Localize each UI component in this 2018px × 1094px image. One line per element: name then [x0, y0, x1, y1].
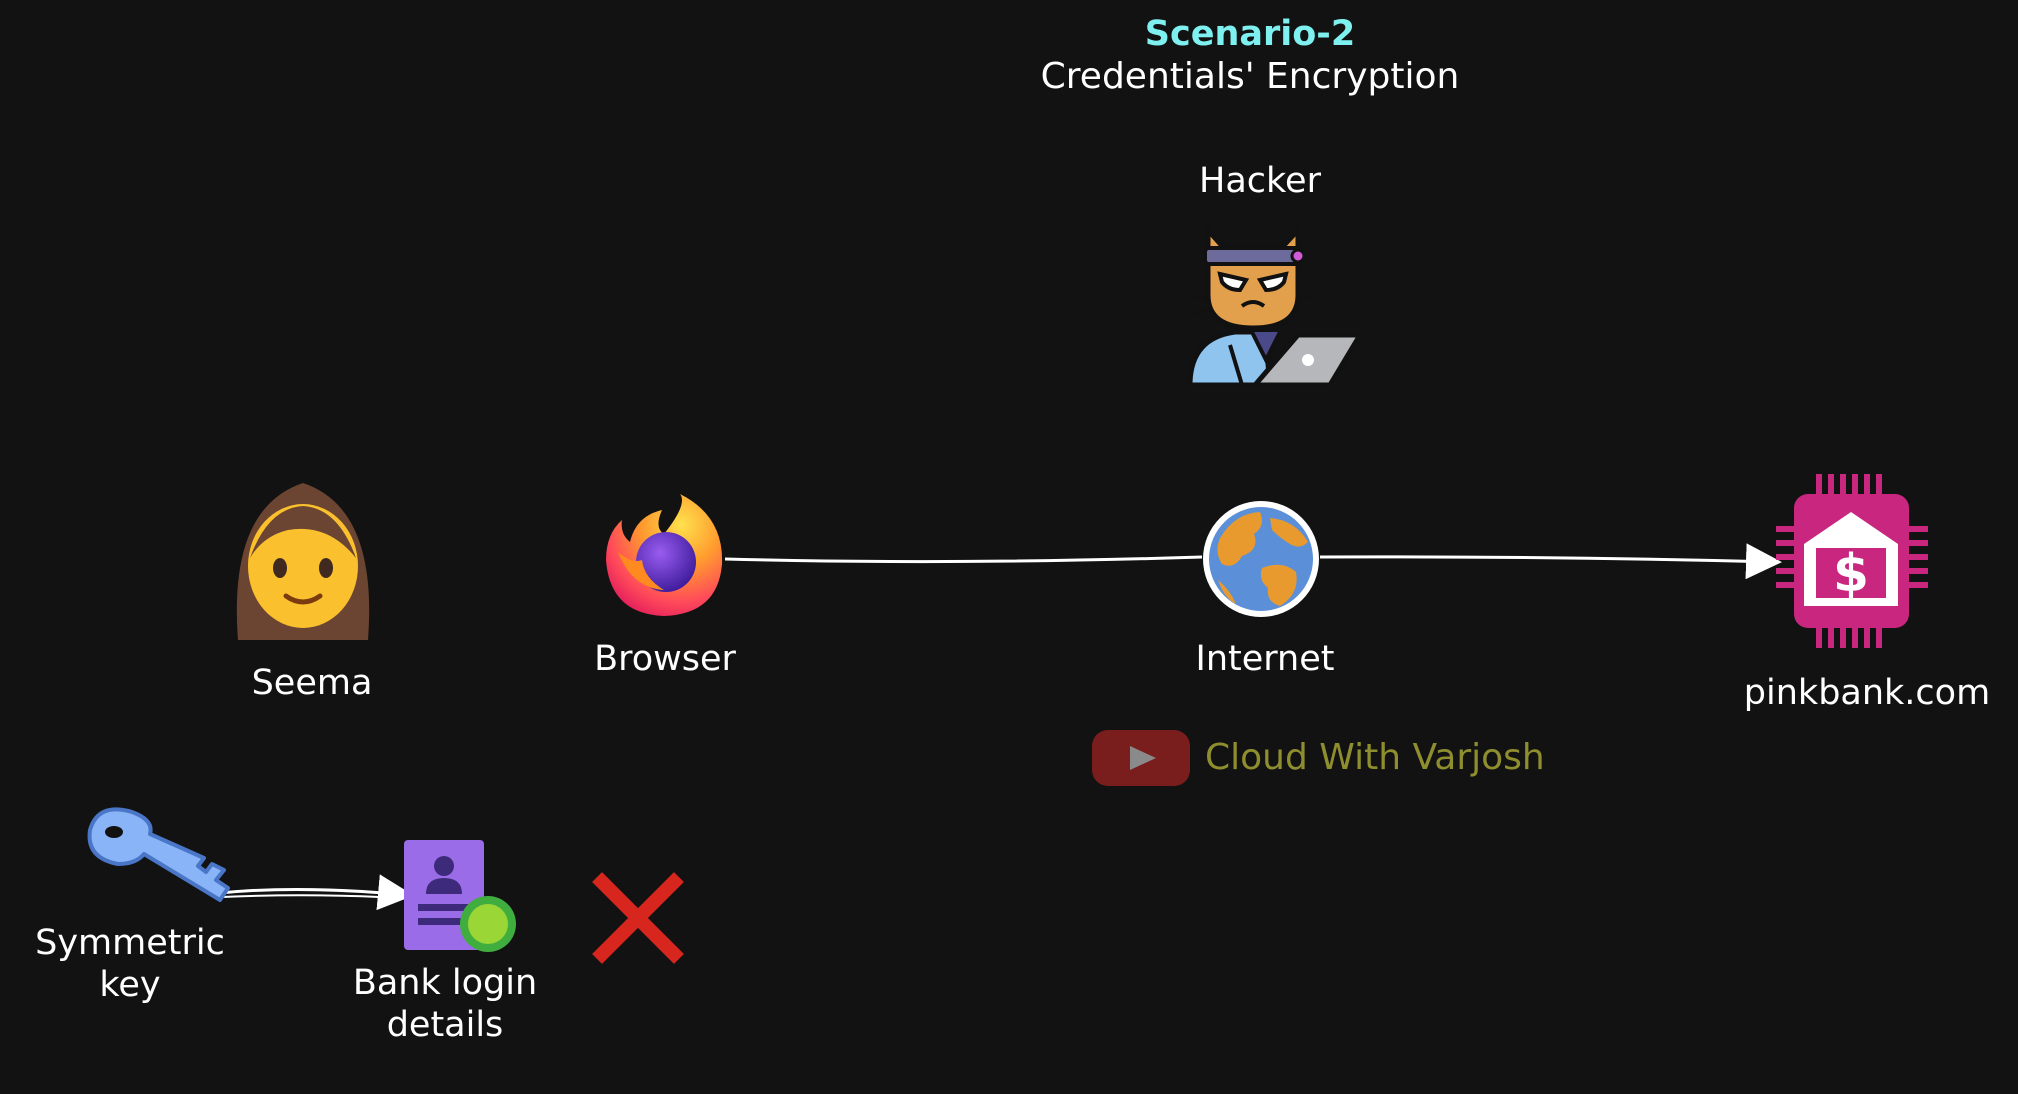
watermark-text: Cloud With Varjosh	[1205, 737, 1545, 778]
symmetric-key-label-line1: Symmetric	[35, 923, 225, 963]
credential-document-icon	[404, 840, 516, 952]
woman-icon	[236, 483, 370, 640]
red-cross-icon	[592, 872, 684, 964]
firefox-icon	[606, 494, 723, 616]
hacker-label: Hacker	[1199, 161, 1321, 201]
hacker-cat-icon	[1187, 223, 1365, 388]
browser-label: Browser	[594, 639, 736, 679]
globe-icon	[1203, 501, 1319, 617]
youtube-play-icon	[1092, 730, 1190, 786]
bank-chip-icon: $	[1776, 474, 1928, 648]
edge-key-to-credentials	[219, 874, 414, 911]
edge-internet-to-bank	[1319, 543, 1782, 580]
bank-login-label-line1: Bank login	[352, 963, 538, 1003]
key-icon	[87, 807, 230, 902]
symmetric-key-label-line2: key	[99, 965, 161, 1005]
bank-login-label-line2: details	[386, 1005, 504, 1045]
bank-label: pinkbank.com	[1743, 673, 1991, 713]
internet-label: Internet	[1195, 639, 1335, 679]
edge-key-to-credentials-sketch	[221, 894, 401, 899]
scenario-title: Scenario-2	[1144, 14, 1356, 54]
edge-browser-to-internet	[724, 555, 1203, 564]
scenario-subtitle: Credentials' Encryption	[1040, 56, 1460, 97]
svg-text:$: $	[1833, 544, 1869, 604]
seema-label: Seema	[251, 663, 373, 703]
